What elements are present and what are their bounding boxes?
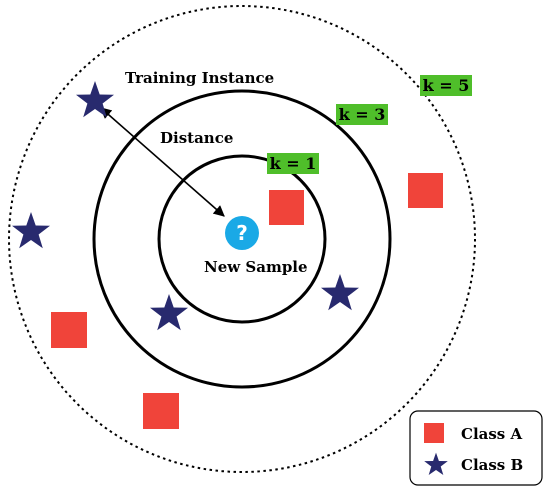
class-a-square-icon [51,312,87,348]
class-b-star-icon [12,212,50,249]
legend-class-b-label: Class B [461,456,523,474]
class-a-square-icon [408,173,443,208]
question-mark-icon: ? [236,221,248,245]
k3-boundary-circle [92,89,392,389]
k3-badge: k = 3 [336,104,388,125]
k1-badge: k = 1 [267,153,319,174]
class-b-star-icon [150,294,188,331]
legend-class-a-label: Class A [461,425,522,443]
training-instance-label: Training Instance [125,69,274,87]
legend: Class A Class B [409,410,543,486]
class-b-star-icon [321,274,359,311]
k5-badge: k = 5 [420,75,472,96]
k1-boundary-circle [157,154,327,324]
class-a-square-icon [143,393,179,429]
k1-label: k = 1 [270,154,317,173]
k3-label: k = 3 [339,105,386,124]
class-a-square-icon [269,190,304,225]
k5-boundary-circle [8,5,476,473]
distance-label: Distance [160,129,233,147]
class-b-star-icon [76,81,114,118]
legend-class-a-icon [424,423,444,443]
new-sample-label: New Sample [204,258,308,276]
distance-arrow [100,107,225,217]
k5-label: k = 5 [423,76,470,95]
new-sample-icon: ? [225,216,259,250]
